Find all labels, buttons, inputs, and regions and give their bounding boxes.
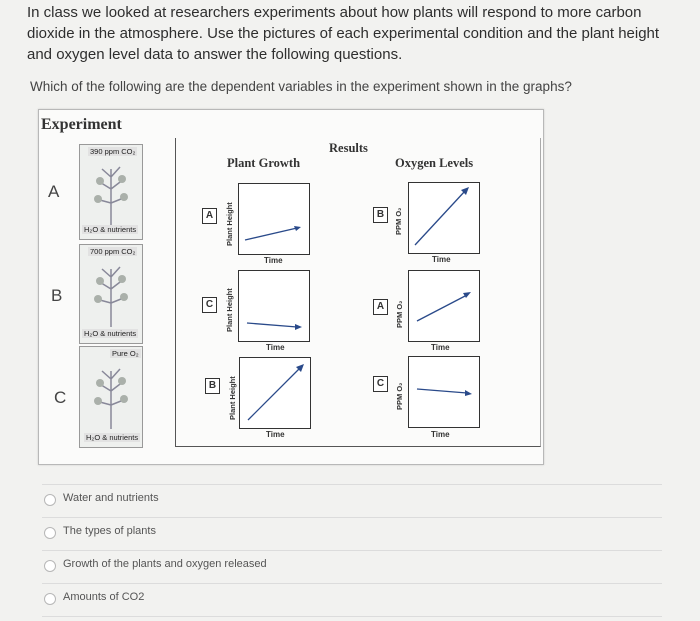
- radio-button[interactable]: [44, 593, 56, 605]
- oxygen-levels-title: Oxygen Levels: [395, 156, 474, 170]
- row-letter-b: B: [51, 286, 63, 305]
- answer-options: Water and nutrients The types of plants …: [42, 484, 662, 617]
- results-frame: [175, 138, 541, 447]
- oxygen-graph-a: [408, 182, 480, 254]
- plant-sprout-icon: [94, 368, 128, 429]
- plant-height-axis-label: Plant Height: [225, 202, 234, 246]
- radio-button[interactable]: [44, 560, 56, 572]
- oxygen-graph-c: [408, 356, 480, 428]
- oxygen-graph-tag: A: [373, 299, 388, 315]
- plant-growth-title: Plant Growth: [227, 156, 301, 170]
- plant-height-axis-label: Plant Height: [225, 288, 234, 332]
- plant-a-top-label: 390 ppm CO₂: [88, 147, 138, 156]
- experiment-title: Experiment: [41, 116, 122, 133]
- time-axis-label: Time: [264, 256, 283, 265]
- answer-option-label: The types of plants: [63, 525, 156, 537]
- time-axis-label: Time: [431, 343, 450, 352]
- row-letter-c: C: [54, 388, 67, 407]
- plant-condition-a: 390 ppm CO₂ H₂O & nutrients: [79, 144, 143, 240]
- row-letter-a: A: [48, 182, 60, 201]
- plant-condition-b: 700 ppm CO₂ H₂O & nutrients: [79, 244, 143, 344]
- growth-graph-a: [238, 183, 310, 255]
- plant-sprout-icon: [94, 166, 128, 227]
- ppm-o2-axis-label: PPM O₂: [395, 382, 404, 410]
- oxygen-graph-tag: B: [373, 207, 388, 223]
- answer-option[interactable]: Amounts of CO2: [42, 583, 662, 617]
- answer-option-label: Amounts of CO2: [63, 591, 145, 603]
- growth-graph-tag: C: [202, 297, 217, 313]
- oxygen-graph-b: [408, 270, 480, 342]
- plant-a-bottom-label: H₂O & nutrients: [82, 225, 139, 234]
- plant-b-top-label: 700 ppm CO₂: [88, 247, 138, 256]
- answer-option[interactable]: Growth of the plants and oxygen released: [42, 550, 662, 583]
- question-intro: In class we looked at researchers experi…: [27, 4, 660, 63]
- plant-height-axis-label: Plant Height: [228, 376, 237, 420]
- radio-button[interactable]: [44, 527, 56, 539]
- plant-condition-c: Pure O₂ H₂O & nutrients: [79, 346, 143, 448]
- growth-graph-tag: B: [205, 378, 220, 394]
- time-axis-label: Time: [266, 343, 285, 352]
- plant-b-bottom-label: H₂O & nutrients: [82, 329, 139, 338]
- plant-c-top-label: Pure O₂: [110, 349, 141, 358]
- ppm-o2-axis-label: PPM O₂: [395, 300, 404, 328]
- time-axis-label: Time: [431, 430, 450, 439]
- time-axis-label: Time: [266, 430, 285, 439]
- experiment-figure: Experiment A B C 390 ppm CO₂ H₂O & nutri…: [38, 109, 544, 465]
- ppm-o2-axis-label: PPM O₂: [394, 207, 403, 235]
- plant-sprout-icon: [94, 266, 128, 327]
- question-prompt: Which of the following are the dependent…: [30, 79, 572, 94]
- answer-option-label: Growth of the plants and oxygen released: [63, 558, 267, 570]
- time-axis-label: Time: [432, 255, 451, 264]
- growth-graph-b: [238, 270, 310, 342]
- results-title: Results: [329, 141, 368, 155]
- growth-graph-c: [239, 357, 311, 429]
- growth-graph-tag: A: [202, 208, 217, 224]
- answer-option[interactable]: The types of plants: [42, 517, 662, 550]
- plant-c-bottom-label: H₂O & nutrients: [84, 433, 141, 442]
- answer-option-label: Water and nutrients: [63, 492, 159, 504]
- oxygen-graph-tag: C: [373, 376, 388, 392]
- answer-option[interactable]: Water and nutrients: [42, 484, 662, 517]
- radio-button[interactable]: [44, 494, 56, 506]
